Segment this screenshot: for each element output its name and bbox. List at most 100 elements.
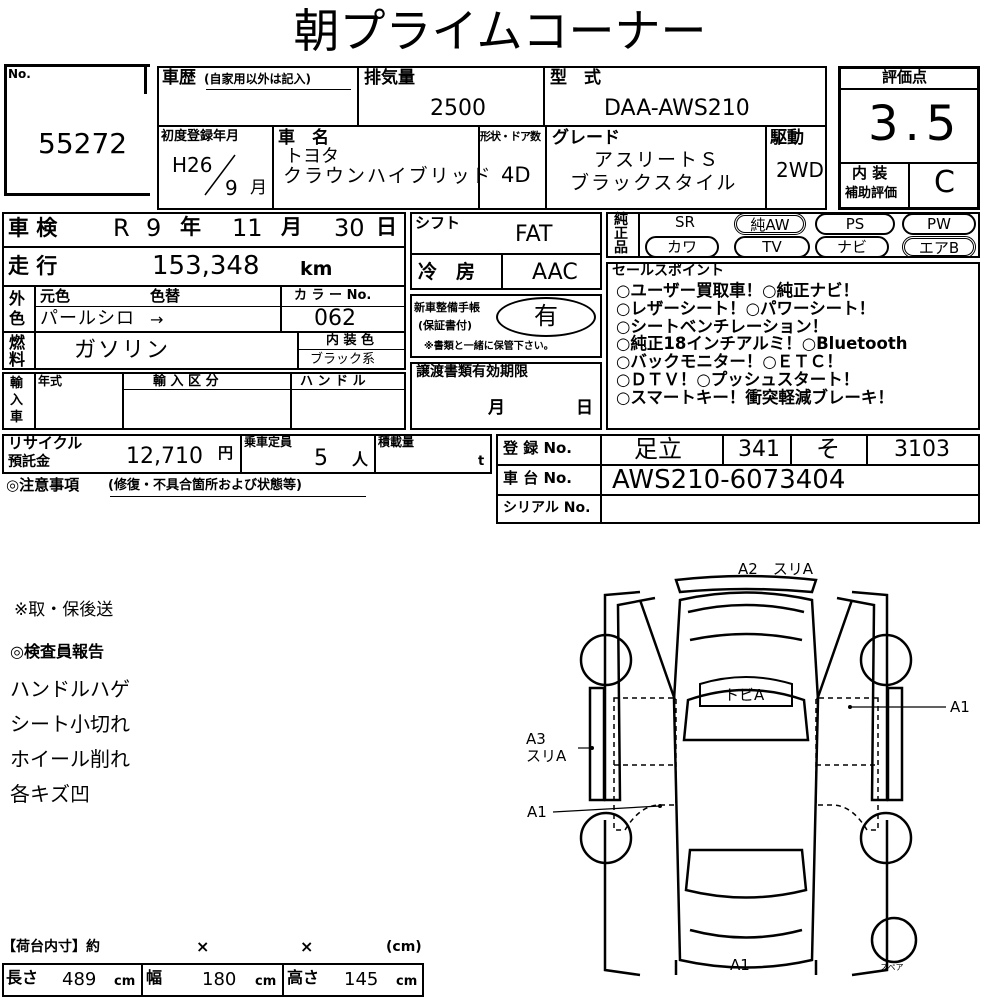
cargo-label: 【荷台内寸】約	[2, 939, 100, 955]
interior-rating-label-2: 補助評価	[845, 186, 898, 201]
sales-points-label: セールスポイント	[612, 263, 724, 279]
cargo-width-label: 幅	[146, 968, 163, 987]
manual-box	[410, 294, 602, 358]
shift-ac-grid	[410, 212, 602, 290]
first-reg-month-unit: 月	[250, 178, 267, 198]
inspector-note: 各キズ凹	[10, 782, 90, 806]
recycle-label-2: 預託金	[8, 454, 50, 470]
inspection-label: 車 検	[8, 216, 58, 240]
car-maker: トヨタ	[285, 146, 339, 167]
equip-alloy-wheels: 純AW	[734, 213, 806, 235]
sales-point: ○シートベンチレーション！	[616, 316, 829, 336]
chassis-value: AWS210-6073404	[612, 465, 846, 495]
fuel-label: 燃料	[9, 333, 26, 369]
sales-points-box	[606, 262, 980, 430]
inspector-report-label: ◎検査員報告	[10, 642, 104, 661]
interior-color-label: 内 装 色	[326, 333, 375, 348]
first-reg-era: H26	[172, 153, 213, 177]
registration-label: 登 録 No.	[503, 439, 573, 457]
cargo-length: 489	[62, 969, 97, 990]
registration-number: 3103	[894, 437, 950, 462]
displacement-label: 排気量	[364, 68, 415, 88]
car-damage-diagram	[552, 574, 946, 977]
import-grid	[2, 372, 406, 430]
rating-score: 3.5	[868, 96, 963, 152]
car-model-name: クラウンハイブリッド	[283, 165, 493, 187]
lot-label: No.	[8, 67, 31, 81]
displacement-value: 2500	[430, 96, 486, 121]
diagram-a3-sub: スリA	[526, 747, 567, 765]
inspector-note: ハンドルハゲ	[10, 677, 130, 701]
load-unit: t	[478, 454, 485, 469]
exterior-orig-label: 元色	[40, 287, 71, 305]
import-category-label: 輸 入 区 分	[153, 374, 219, 389]
import-year-label: 年式	[38, 374, 63, 388]
diagram-a2: A2 スリA	[738, 560, 814, 578]
exterior-color-value: パールシロ	[40, 308, 135, 329]
mileage-unit: km	[300, 258, 333, 280]
vehicle-info-grid	[157, 66, 827, 210]
first-reg-month: 9	[225, 176, 238, 200]
color-no-label: カ ラ ー No.	[294, 288, 372, 303]
manual-label: 新車整備手帳	[414, 301, 480, 314]
registration-area: 足立	[634, 435, 682, 463]
diagram-a3: A3	[526, 730, 546, 748]
manual-note: ※書類と一緒に保管下さい。	[424, 341, 554, 352]
cargo-width: 180	[202, 969, 237, 990]
manual-value-oval	[496, 297, 596, 337]
grade-line1: アスリートＳ	[594, 149, 721, 171]
inspection-day-unit: 日	[376, 215, 397, 239]
inspection-era: R	[113, 214, 130, 242]
equip-airbag: エアB	[902, 236, 976, 258]
grade-line2: ブラックスタイル	[570, 172, 738, 194]
sales-point: ○ＤＴＶ！○プッシュスタート！	[616, 369, 860, 389]
inspection-year-unit: 年	[180, 215, 201, 239]
shift-label: シフト	[415, 214, 461, 232]
inspector-note: シート小切れ	[10, 712, 130, 736]
capacity-unit: 人	[352, 450, 369, 469]
inspection-month-unit: 月	[281, 215, 302, 239]
diagram-a1-right: A1	[950, 698, 970, 716]
interior-color-value: ブラック系	[310, 352, 376, 367]
registration-class: 341	[738, 437, 780, 462]
ac-value: AAC	[532, 260, 578, 285]
registration-kana: そ	[816, 435, 840, 463]
first-reg-label: 初度登録年月	[161, 129, 240, 144]
exterior-arrow: →	[150, 310, 164, 329]
caution-note: (修復・不具合箇所および状態等)	[108, 478, 302, 493]
cargo-length-unit: cm	[114, 974, 136, 989]
transfer-docs-month: 月	[488, 398, 505, 418]
grade-label: グレード	[552, 128, 620, 148]
cargo-height: 145	[344, 969, 379, 990]
delivery-note: ※取・保後送	[14, 600, 114, 620]
inspector-note: ホイール削れ	[10, 747, 130, 771]
lot-box	[4, 64, 150, 196]
color-no-value: 062	[314, 306, 356, 331]
history-label: 車歴	[162, 68, 196, 88]
sales-point: ○純正18インチアルミ！○Bluetooth	[616, 334, 908, 354]
body-value: 4D	[501, 163, 531, 187]
equipment-label: 純正品	[614, 212, 628, 256]
rating-label: 評価点	[882, 68, 928, 86]
equip-pw: PW	[902, 213, 976, 235]
capacity-value: 5	[314, 446, 328, 471]
registration-grid	[496, 434, 980, 524]
model-value: DAA-AWS210	[604, 96, 750, 121]
model-label: 型 式	[550, 68, 601, 88]
exterior-label: 外色	[9, 289, 26, 328]
cargo-unit: (cm)	[386, 939, 422, 955]
shift-value: FAT	[515, 222, 553, 247]
cargo-height-unit: cm	[396, 974, 418, 989]
recycle-unit: 円	[218, 444, 234, 462]
manual-value: 有	[534, 302, 558, 330]
drive-label: 駆動	[770, 128, 804, 148]
recycle-label-1: リサイクル	[8, 434, 83, 452]
sales-points-list: ○ユーザー買取車！○純正ナビ！ ○レザーシート！○パワーシート！ ○シートベンチ…	[616, 282, 907, 407]
load-label: 積載量	[378, 435, 415, 449]
sales-point: ○レザーシート！○パワーシート！	[616, 298, 876, 318]
inspector-notes: ハンドルハゲ シート小切れ ホイール削れ 各キズ凹	[10, 672, 130, 812]
drive-value: 2WD	[776, 158, 824, 182]
recycle-grid	[2, 434, 492, 474]
ac-label: 冷 房	[418, 261, 476, 283]
equip-navi: ナビ	[815, 236, 889, 258]
